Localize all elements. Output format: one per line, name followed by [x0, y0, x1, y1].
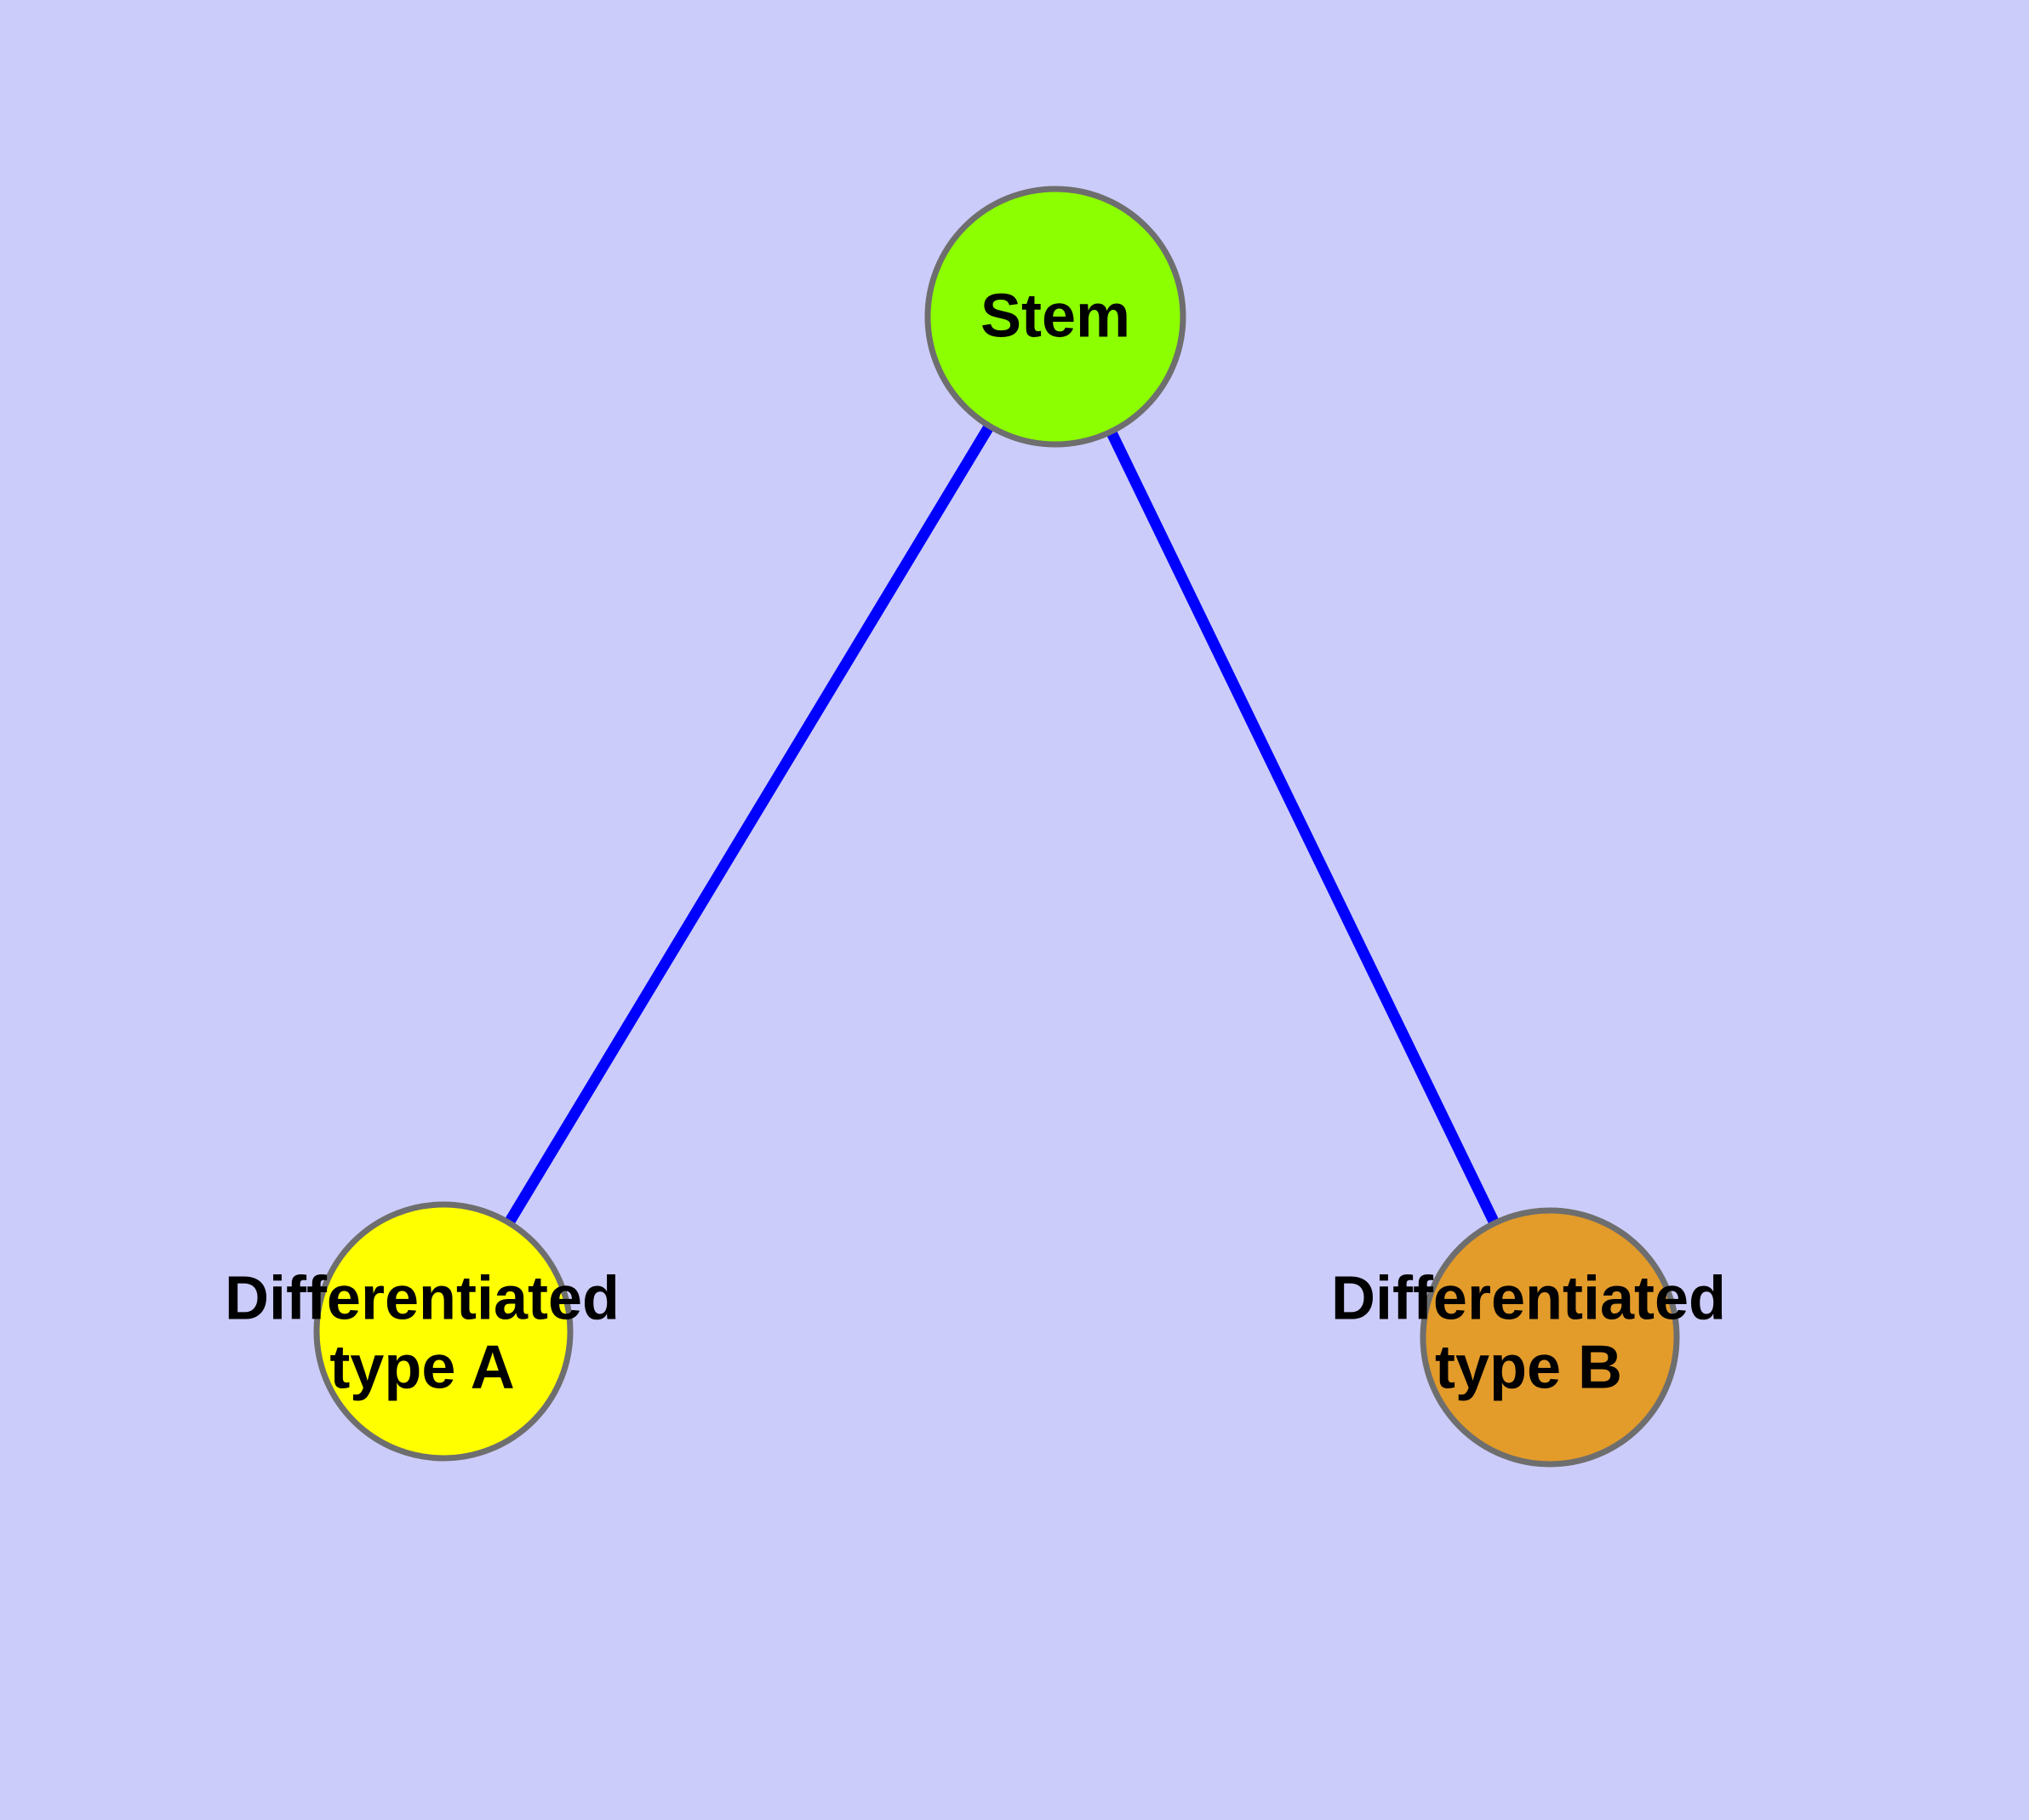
graph-node-diff_b[interactable]: [1420, 1207, 1680, 1468]
graph-node-stem[interactable]: [924, 186, 1186, 448]
graph-node-diff_a[interactable]: [313, 1201, 574, 1462]
node-layer: [313, 186, 1680, 1468]
graph-edge-stem-to-diff-a[interactable]: [438, 313, 1060, 1335]
graph-edge-stem-to-diff-b[interactable]: [1050, 314, 1555, 1340]
edge-layer: [438, 313, 1555, 1340]
